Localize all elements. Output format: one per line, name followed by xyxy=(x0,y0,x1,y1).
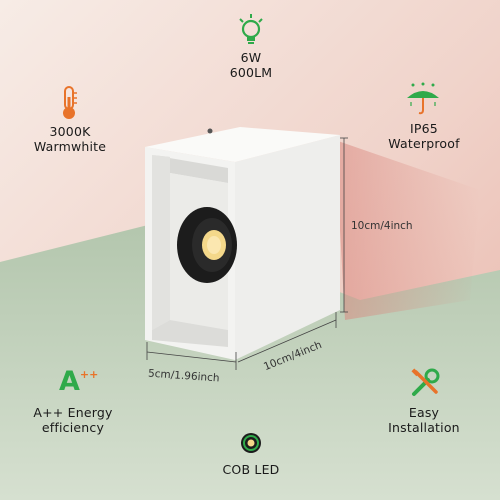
umbrella-icon xyxy=(407,82,439,115)
color-temp-spec: 3000K Warmwhite xyxy=(32,124,108,154)
color-temp-name: Warmwhite xyxy=(33,139,107,154)
cob-led-icon xyxy=(241,433,261,453)
energy-badge-letter: A xyxy=(59,366,80,397)
energy-line2: efficiency xyxy=(41,420,105,435)
energy-badge-plus: ++ xyxy=(79,368,99,381)
waterproof-spec: IP65 Waterproof xyxy=(384,121,464,151)
power-spec: 6W 600LM xyxy=(225,50,277,80)
installation-line1: Easy xyxy=(408,405,440,420)
energy-rating-icon: A++ xyxy=(59,367,99,397)
wall-lamp xyxy=(145,127,340,360)
thermometer-icon xyxy=(63,86,77,119)
energy-line1: A++ Energy xyxy=(33,405,113,420)
energy-spec: A++ Energy efficiency xyxy=(30,405,116,435)
color-temp-value: 3000K xyxy=(49,124,91,139)
power-lumens: 600LM xyxy=(229,65,273,80)
installation-spec: Easy Installation xyxy=(382,405,466,435)
led-type: COB LED xyxy=(222,462,280,477)
ip-rating: IP65 xyxy=(410,121,438,136)
tools-icon xyxy=(411,368,440,396)
height-dimension: 10cm/4inch xyxy=(351,220,413,232)
waterproof-label: Waterproof xyxy=(388,136,460,151)
led-spec: COB LED xyxy=(220,462,282,477)
bulb-icon xyxy=(239,14,263,44)
power-watts: 6W xyxy=(240,50,262,65)
installation-line2: Installation xyxy=(388,420,460,435)
